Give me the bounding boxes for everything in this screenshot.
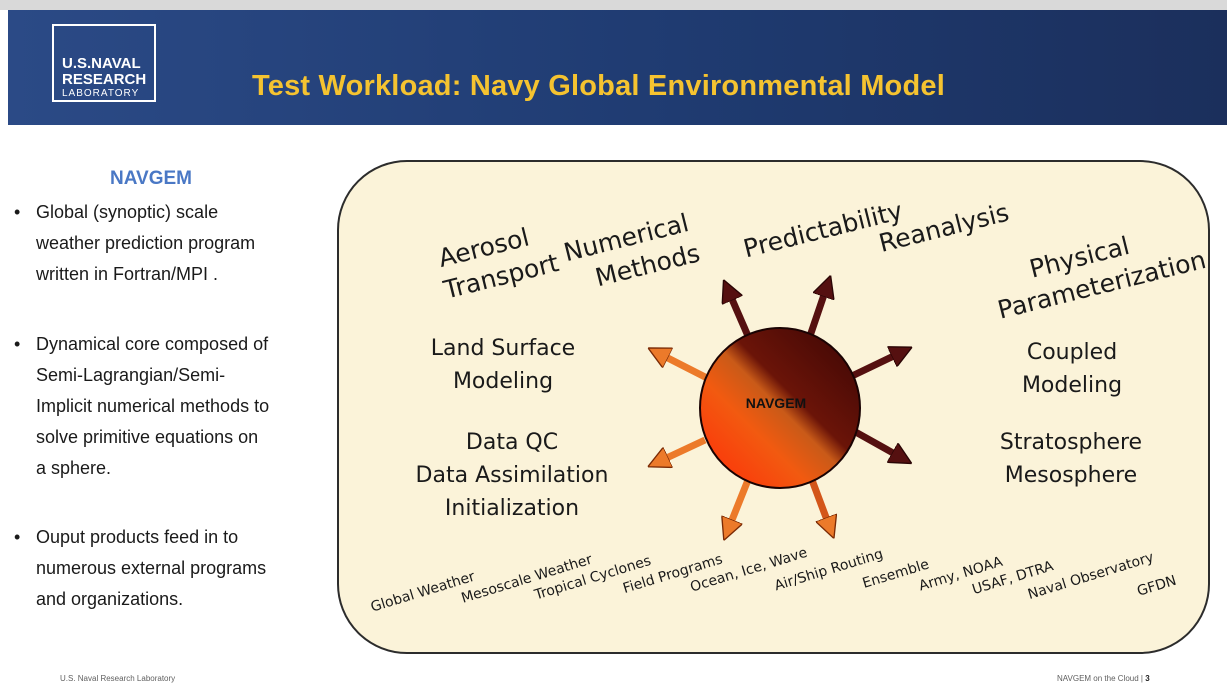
topic-coupled-line1: Coupled: [1027, 340, 1117, 365]
bullet-line: and organizations.: [36, 589, 184, 609]
footer-org: U.S. Naval Research Laboratory: [60, 674, 176, 683]
bullet-line: Ouput products feed in to: [36, 527, 239, 547]
footer-deck-title: NAVGEM on the Cloud |: [1057, 674, 1143, 683]
arrow-right-lower: [850, 426, 902, 458]
arrow-right-upper: [850, 352, 902, 380]
logo-line-3: LABORATORY: [62, 88, 140, 99]
footer-right: NAVGEM on the Cloud | 3: [1057, 674, 1150, 683]
topic-land-line2: Modeling: [453, 369, 553, 394]
arrow-left-upper: [658, 353, 709, 382]
bullet-line: numerous external programs: [36, 558, 267, 578]
page-number: 3: [1145, 674, 1150, 683]
bullet-line: Semi-Lagrangian/Semi-: [36, 365, 226, 385]
nrl-logo: U.S.NAVAL RESEARCH LABORATORY: [52, 24, 156, 102]
top-border: [0, 0, 1227, 10]
logo-line-2: RESEARCH: [62, 71, 147, 88]
topic-strat-line1: Stratosphere: [1000, 430, 1142, 455]
bullet-dot: •: [14, 334, 21, 354]
topic-dataqc-line3: Initialization: [445, 496, 579, 521]
topic-coupled-line2: Modeling: [1022, 373, 1122, 398]
arrow-up-left: [728, 290, 752, 338]
slide-title: Test Workload: Navy Global Environmental…: [252, 70, 945, 102]
bullet-line: written in Fortran/MPI .: [36, 264, 219, 284]
bullet-dot: •: [14, 527, 21, 547]
bullet-1-text: Global (synoptic) scale weather predicti…: [36, 197, 336, 290]
bullet-dot: •: [14, 202, 21, 222]
navgem-center-label: NAVGEM: [746, 395, 806, 411]
bullet-line: Dynamical core composed of: [36, 334, 269, 354]
header-bar: [8, 10, 1227, 125]
bullet-3-text: Ouput products feed in to numerous exter…: [36, 522, 336, 615]
navgem-heading: NAVGEM: [110, 168, 192, 189]
topic-strat-line2: Mesosphere: [1005, 463, 1137, 488]
product-gfdn: GFDN: [1135, 573, 1178, 600]
bullet-2-text: Dynamical core composed of Semi-Lagrangi…: [36, 329, 336, 484]
bullet-line: solve primitive equations on: [36, 427, 259, 447]
bullet-line: Implicit numerical methods to: [36, 396, 270, 416]
bullet-line: a sphere.: [36, 458, 112, 478]
navgem-sphere: [699, 327, 861, 489]
bullet-line: weather prediction program: [36, 233, 256, 253]
topic-dataqc-line2: Data Assimilation: [416, 463, 609, 488]
bullet-line: Global (synoptic) scale: [36, 202, 219, 222]
arrow-up-right: [806, 286, 827, 338]
topic-land-line1: Land Surface: [431, 336, 575, 361]
arrow-down-right: [808, 478, 830, 528]
topic-dataqc-line1: Data QC: [466, 430, 558, 455]
arrow-down-left: [728, 478, 752, 530]
logo-line-1: U.S.NAVAL: [62, 55, 141, 72]
arrow-left-lower: [658, 436, 707, 462]
